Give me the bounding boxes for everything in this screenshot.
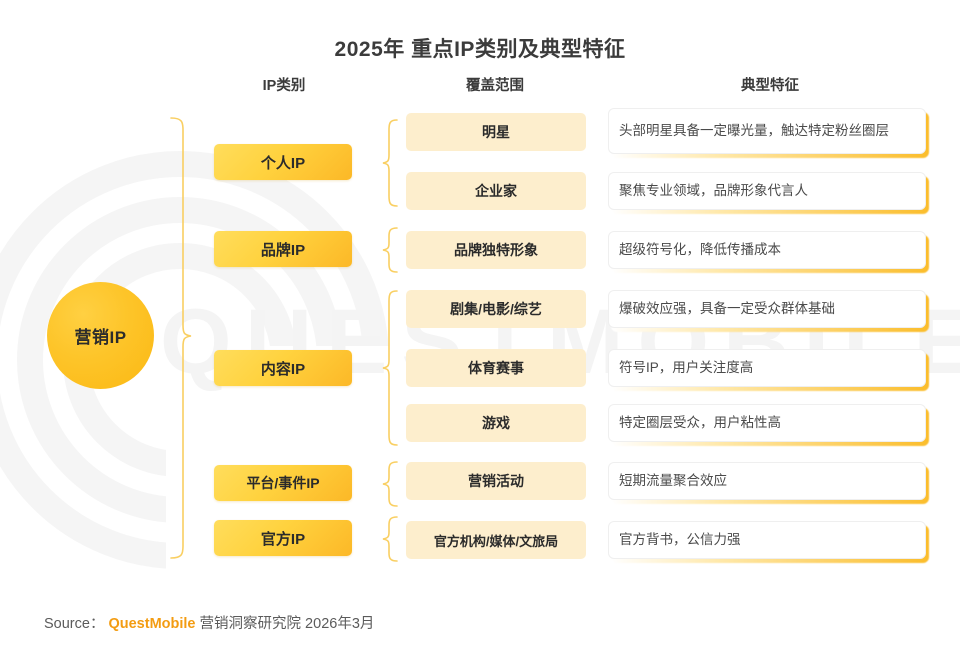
scope-marketing-campaign[interactable]: 营销活动	[406, 462, 586, 500]
feature-card-marketing: 短期流量聚合效应	[608, 462, 929, 504]
column-header-category: IP类别	[262, 78, 306, 94]
feature-text: 符号IP，用户关注度高	[608, 349, 926, 387]
category-content-ip[interactable]: 内容IP	[214, 350, 352, 386]
feature-text: 超级符号化，降低传播成本	[608, 231, 926, 269]
category-platform-ip[interactable]: 平台/事件IP	[214, 465, 352, 501]
scope-games[interactable]: 游戏	[406, 404, 586, 442]
scope-label: 明星	[482, 124, 510, 140]
scope-drama-film-variety[interactable]: 剧集/电影/综艺	[406, 290, 586, 328]
scope-label: 剧集/电影/综艺	[450, 301, 542, 317]
source-brand: QuestMobile	[108, 616, 196, 632]
feature-text: 特定圈层受众，用户粘性高	[608, 404, 926, 442]
scope-sports-events[interactable]: 体育赛事	[406, 349, 586, 387]
scope-label: 游戏	[482, 415, 510, 431]
feature-text: 头部明星具备一定曝光量，触达特定粉丝圈层	[608, 108, 926, 154]
source-suffix: 营销洞察研究院 2026年3月	[199, 616, 375, 632]
category-personal-ip[interactable]: 个人IP	[214, 144, 352, 180]
feature-text: 聚焦专业领域，品牌形象代言人	[608, 172, 926, 210]
scope-label: 体育赛事	[468, 360, 524, 376]
column-header-scope: 覆盖范围	[466, 78, 524, 94]
feature-card-drama: 爆破效应强，具备一定受众群体基础	[608, 290, 929, 332]
column-header-feature: 典型特征	[741, 78, 799, 94]
scope-celebrity[interactable]: 明星	[406, 113, 586, 151]
category-label: 品牌IP	[260, 241, 306, 259]
feature-text: 爆破效应强，具备一定受众群体基础	[608, 290, 926, 328]
feature-card-official: 官方背书，公信力强	[608, 521, 929, 563]
feature-text: 短期流量聚合效应	[608, 462, 926, 500]
scope-label: 企业家	[475, 183, 517, 199]
category-label: 内容IP	[260, 360, 306, 378]
category-official-ip[interactable]: 官方IP	[214, 520, 352, 556]
feature-card-games: 特定圈层受众，用户粘性高	[608, 404, 929, 446]
source-prefix: Source：	[44, 616, 105, 632]
scope-label: 品牌独特形象	[454, 242, 538, 258]
category-label: 平台/事件IP	[246, 475, 320, 491]
scope-official-org[interactable]: 官方机构/媒体/文旅局	[406, 521, 586, 559]
category-label: 官方IP	[260, 530, 306, 548]
category-brand-ip[interactable]: 品牌IP	[214, 231, 352, 267]
source-note: Source： QuestMobile 营销洞察研究院 2026年3月	[44, 612, 374, 633]
feature-card-celebrity: 头部明星具备一定曝光量，触达特定粉丝圈层	[608, 108, 929, 158]
page-title: 2025年 重点IP类别及典型特征	[334, 38, 626, 61]
feature-text: 官方背书，公信力强	[608, 521, 926, 559]
category-label: 个人IP	[260, 154, 306, 172]
feature-card-sports: 符号IP，用户关注度高	[608, 349, 929, 391]
scope-label: 营销活动	[468, 473, 524, 489]
scope-entrepreneur[interactable]: 企业家	[406, 172, 586, 210]
feature-card-brand-image: 超级符号化，降低传播成本	[608, 231, 929, 273]
scope-brand-image[interactable]: 品牌独特形象	[406, 231, 586, 269]
feature-card-entrepreneur: 聚焦专业领域，品牌形象代言人	[608, 172, 929, 214]
scope-label: 官方机构/媒体/文旅局	[433, 533, 559, 549]
hub-label: 营销IP	[74, 328, 127, 347]
hub-node[interactable]: 营销IP	[47, 282, 154, 389]
